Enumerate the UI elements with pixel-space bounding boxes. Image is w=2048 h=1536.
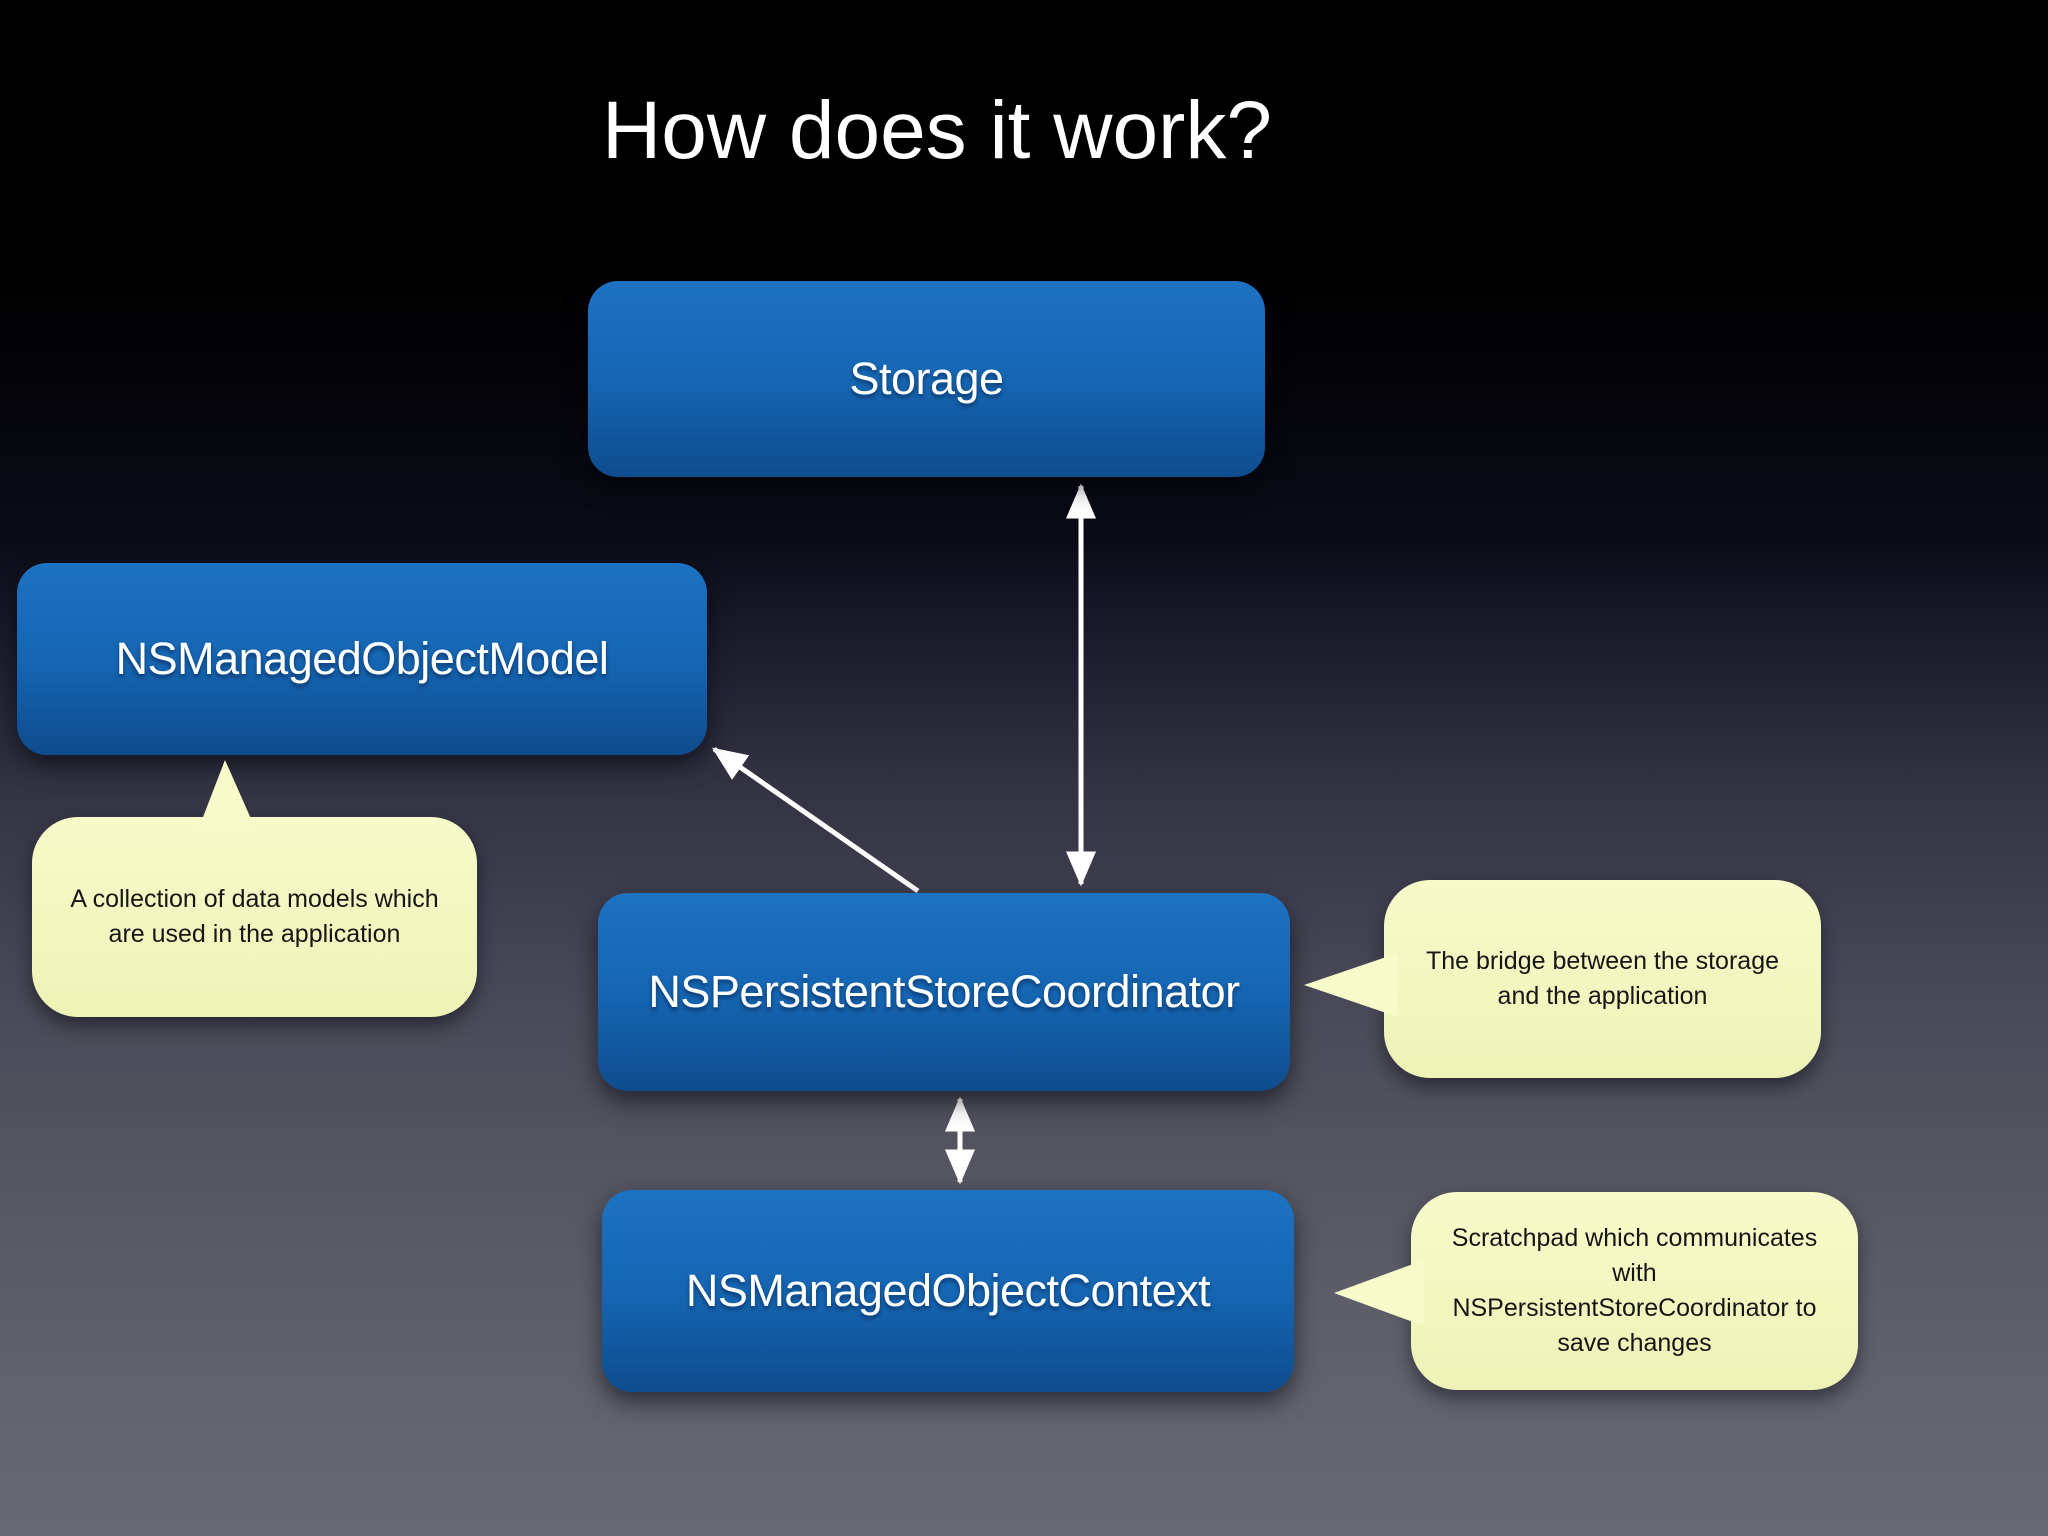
node-storage-label: Storage [849,353,1004,404]
node-nspersistentstorecoordinator-label: NSPersistentStoreCoordinator [648,966,1240,1017]
callout-context-note-text: Scratchpad which communicates with NSPer… [1451,1224,1818,1357]
slide-title: How does it work? [602,85,1272,176]
node-nsmanagedobjectcontext: NSManagedObjectContext [602,1190,1294,1392]
callout-coordinator-tail [1304,953,1398,1017]
callout-context-tail [1334,1260,1424,1326]
callout-coordinator-note: The bridge between the storage and the a… [1384,880,1821,1078]
node-storage: Storage [588,281,1265,477]
callout-coordinator-note-text: The bridge between the storage and the a… [1425,947,1779,1010]
node-nspersistentstorecoordinator: NSPersistentStoreCoordinator [598,893,1290,1091]
node-nsmanagedobjectmodel: NSManagedObjectModel [17,563,707,755]
arrow-coordinator-model [711,746,920,894]
node-nsmanagedobjectmodel-label: NSManagedObjectModel [115,633,609,684]
callout-context-note: Scratchpad which communicates with NSPer… [1411,1192,1858,1390]
node-nsmanagedobjectcontext-label: NSManagedObjectContext [685,1265,1211,1316]
callout-model-tail [198,760,256,830]
callout-model-note: A collection of data models which are us… [32,817,477,1017]
callout-model-note-text: A collection of data models which are us… [70,885,439,948]
